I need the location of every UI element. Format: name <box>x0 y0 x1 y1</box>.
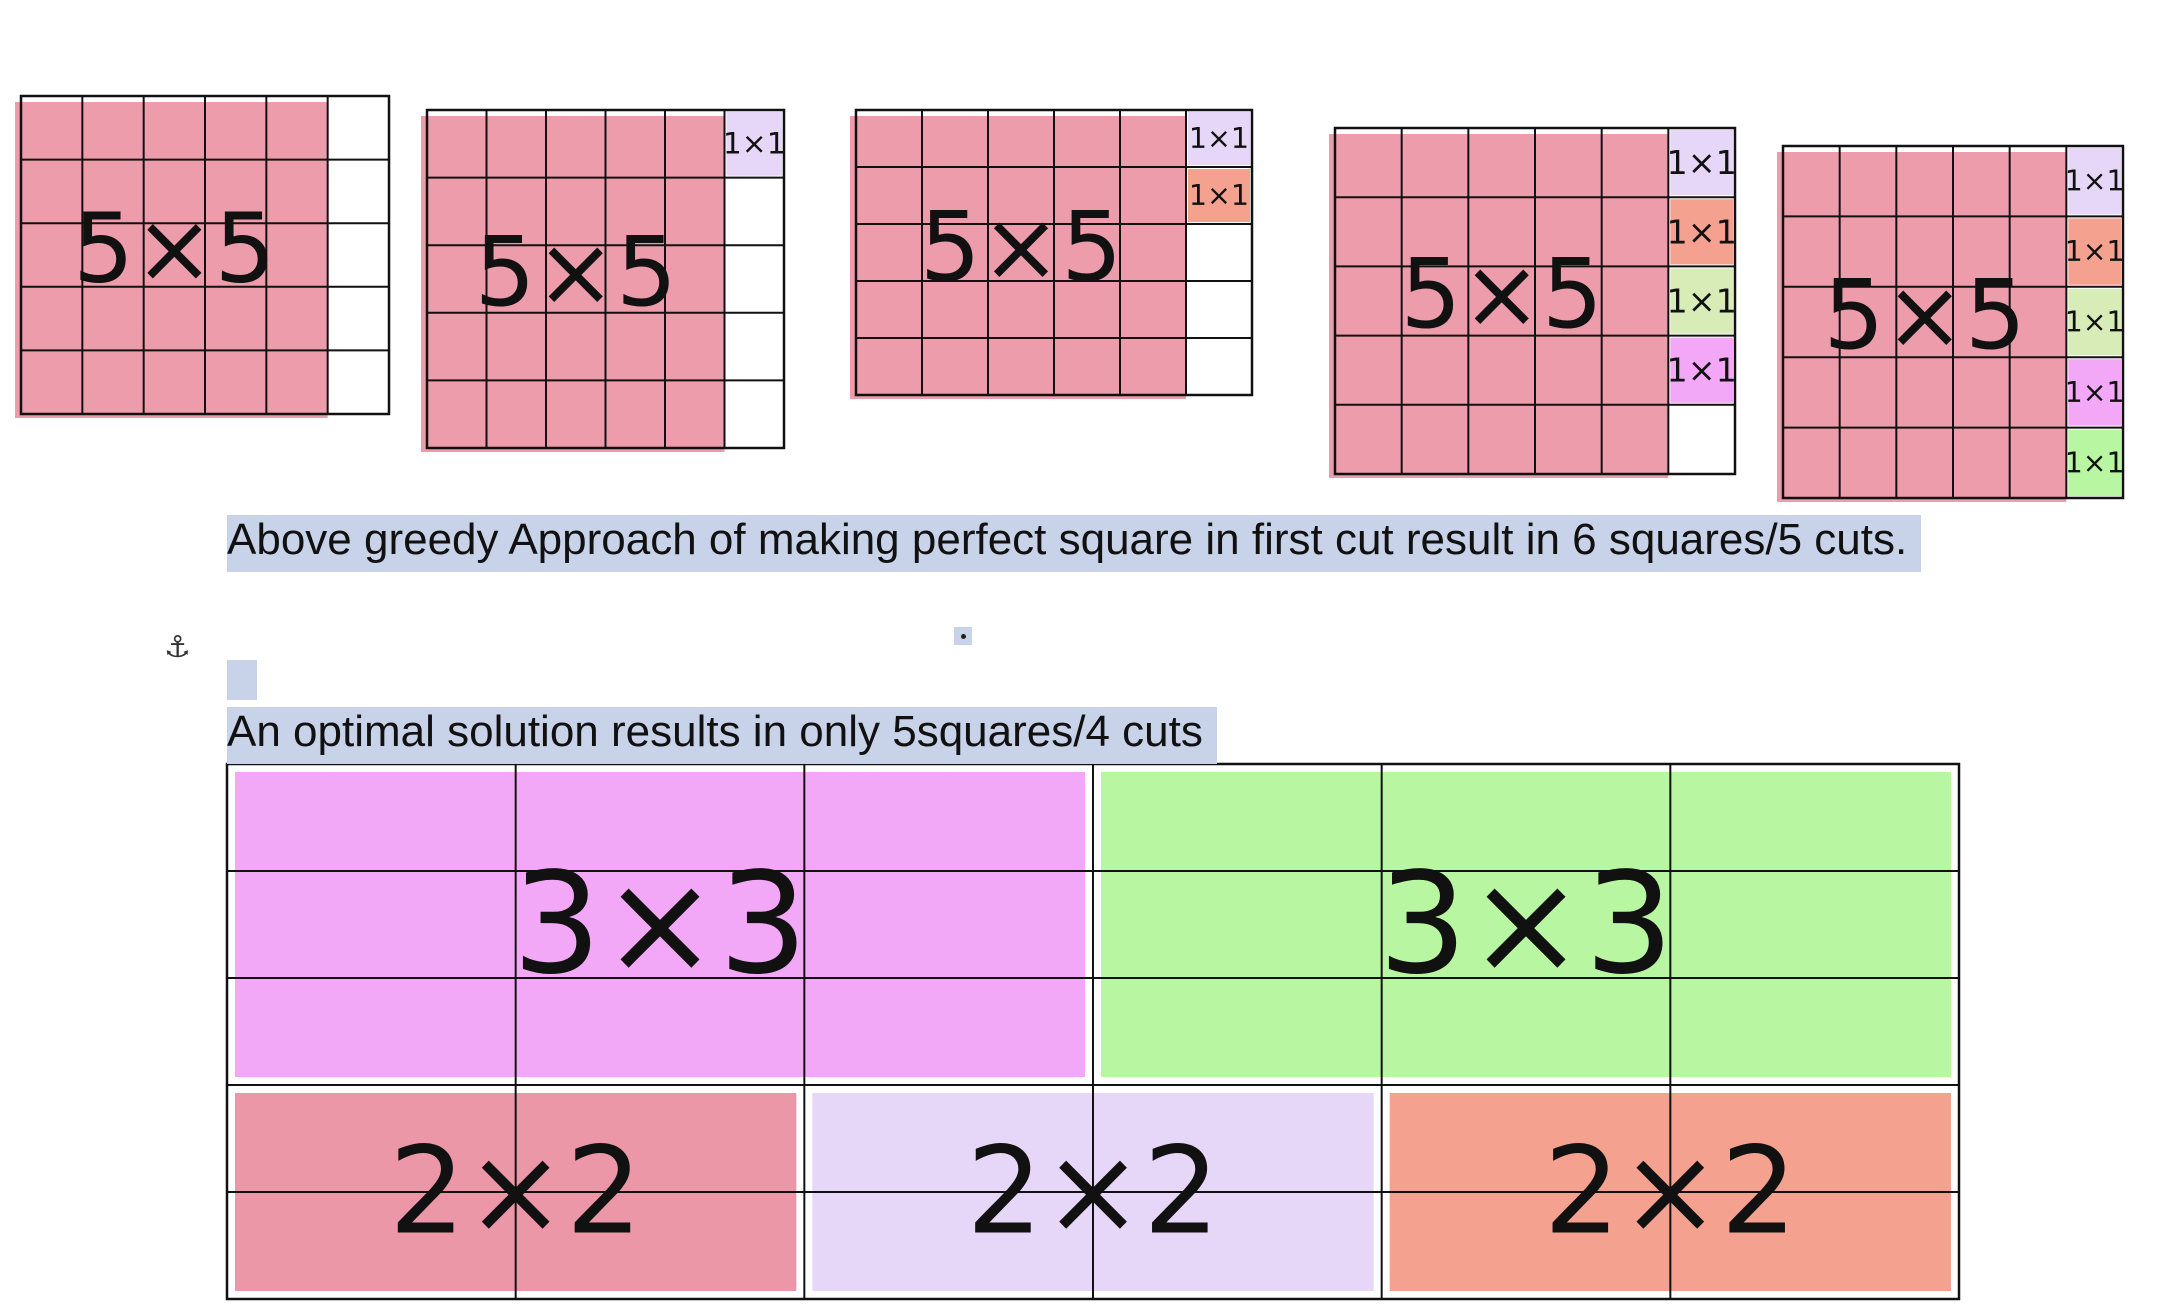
greedy-grid-border <box>1781 144 2125 500</box>
unit-square-fill <box>1670 130 1733 196</box>
greedy-grid-border <box>425 108 786 450</box>
paragraph-optimal: An optimal solution results in only 5squ… <box>227 700 1987 764</box>
unit-square-label: 1×1 <box>2065 235 2125 268</box>
greedy-diagram-1: 5×5 <box>15 94 391 418</box>
unit-square-fill <box>2068 218 2121 285</box>
anchor-icon: ⚓ <box>164 630 191 665</box>
square-5x5-label: 5×5 <box>920 191 1123 303</box>
square-5x5-label: 5×5 <box>1823 259 2026 371</box>
unit-square-fill <box>726 112 782 176</box>
square-5x5-fill <box>15 102 328 418</box>
optimal-grid-border <box>225 762 1961 1301</box>
square-5x5-label: 5×5 <box>474 216 677 328</box>
optimal-piece-label: 3×3 <box>512 843 807 1006</box>
unit-square-label: 1×1 <box>2065 376 2125 409</box>
optimal-piece-label: 3×3 <box>1378 843 1673 1006</box>
square-5x5-label: 5×5 <box>73 193 276 305</box>
square-5x5-fill <box>1329 134 1669 478</box>
paragraph-greedy-text: Above greedy Approach of making perfect … <box>227 515 1922 572</box>
unit-square-fill <box>2068 148 2121 215</box>
paragraph-optimal-text: An optimal solution results in only 5squ… <box>227 707 1217 764</box>
unit-square-fill <box>1670 268 1733 334</box>
unit-square-label: 1×1 <box>1189 122 1249 155</box>
paragraph-greedy: Above greedy Approach of making perfect … <box>227 508 1987 572</box>
greedy-diagram-5: 1×1 1×1 1×1 1×1 1×1 5×5 <box>1777 144 2125 502</box>
optimal-piece-fill <box>235 772 1085 1077</box>
optimal-piece-label: 2×2 <box>966 1123 1219 1262</box>
unit-square-label: 1×1 <box>1666 143 1736 182</box>
square-5x5-fill <box>1777 152 2067 502</box>
unit-square-label: 1×1 <box>2065 306 2125 339</box>
unit-square-label: 1×1 <box>2065 165 2125 198</box>
greedy-diagram-4: 1×1 1×1 1×1 1×1 5×5 <box>1329 126 1737 478</box>
unit-square-label: 1×1 <box>723 126 786 161</box>
unit-square-fill <box>2068 429 2121 496</box>
square-5x5-fill <box>421 116 725 452</box>
square-5x5-fill <box>850 116 1186 399</box>
unit-square-fill <box>1188 169 1250 222</box>
greedy-diagram-3: 1×1 1×1 5×5 <box>850 108 1254 399</box>
greedy-grid-border <box>854 108 1254 397</box>
greedy-grid-border <box>19 94 391 416</box>
unit-square-label: 1×1 <box>1666 212 1736 251</box>
unit-square-label: 1×1 <box>1666 351 1736 390</box>
optimal-diagram: 3×3 3×3 2×2 2×2 2×2 <box>225 762 1961 1301</box>
unit-square-label: 1×1 <box>2065 446 2125 479</box>
optimal-piece-fill <box>1101 772 1951 1077</box>
unit-square-fill <box>2068 288 2121 356</box>
unit-square-label: 1×1 <box>1189 179 1249 212</box>
greedy-grid-border <box>1333 126 1737 476</box>
optimal-piece-label: 2×2 <box>389 1123 642 1262</box>
square-5x5-label: 5×5 <box>1400 238 1603 350</box>
unit-square-fill <box>2068 359 2121 426</box>
unit-square-label: 1×1 <box>1666 282 1736 321</box>
unit-square-fill <box>1670 337 1733 403</box>
greedy-diagram-2: 1×1 5×5 <box>421 108 786 452</box>
selection-highlight-empty-line <box>227 660 257 700</box>
text-cursor-mark <box>954 627 972 645</box>
optimal-piece-label: 2×2 <box>1544 1123 1797 1262</box>
unit-square-fill <box>1670 199 1733 265</box>
unit-square-fill <box>1188 112 1250 165</box>
